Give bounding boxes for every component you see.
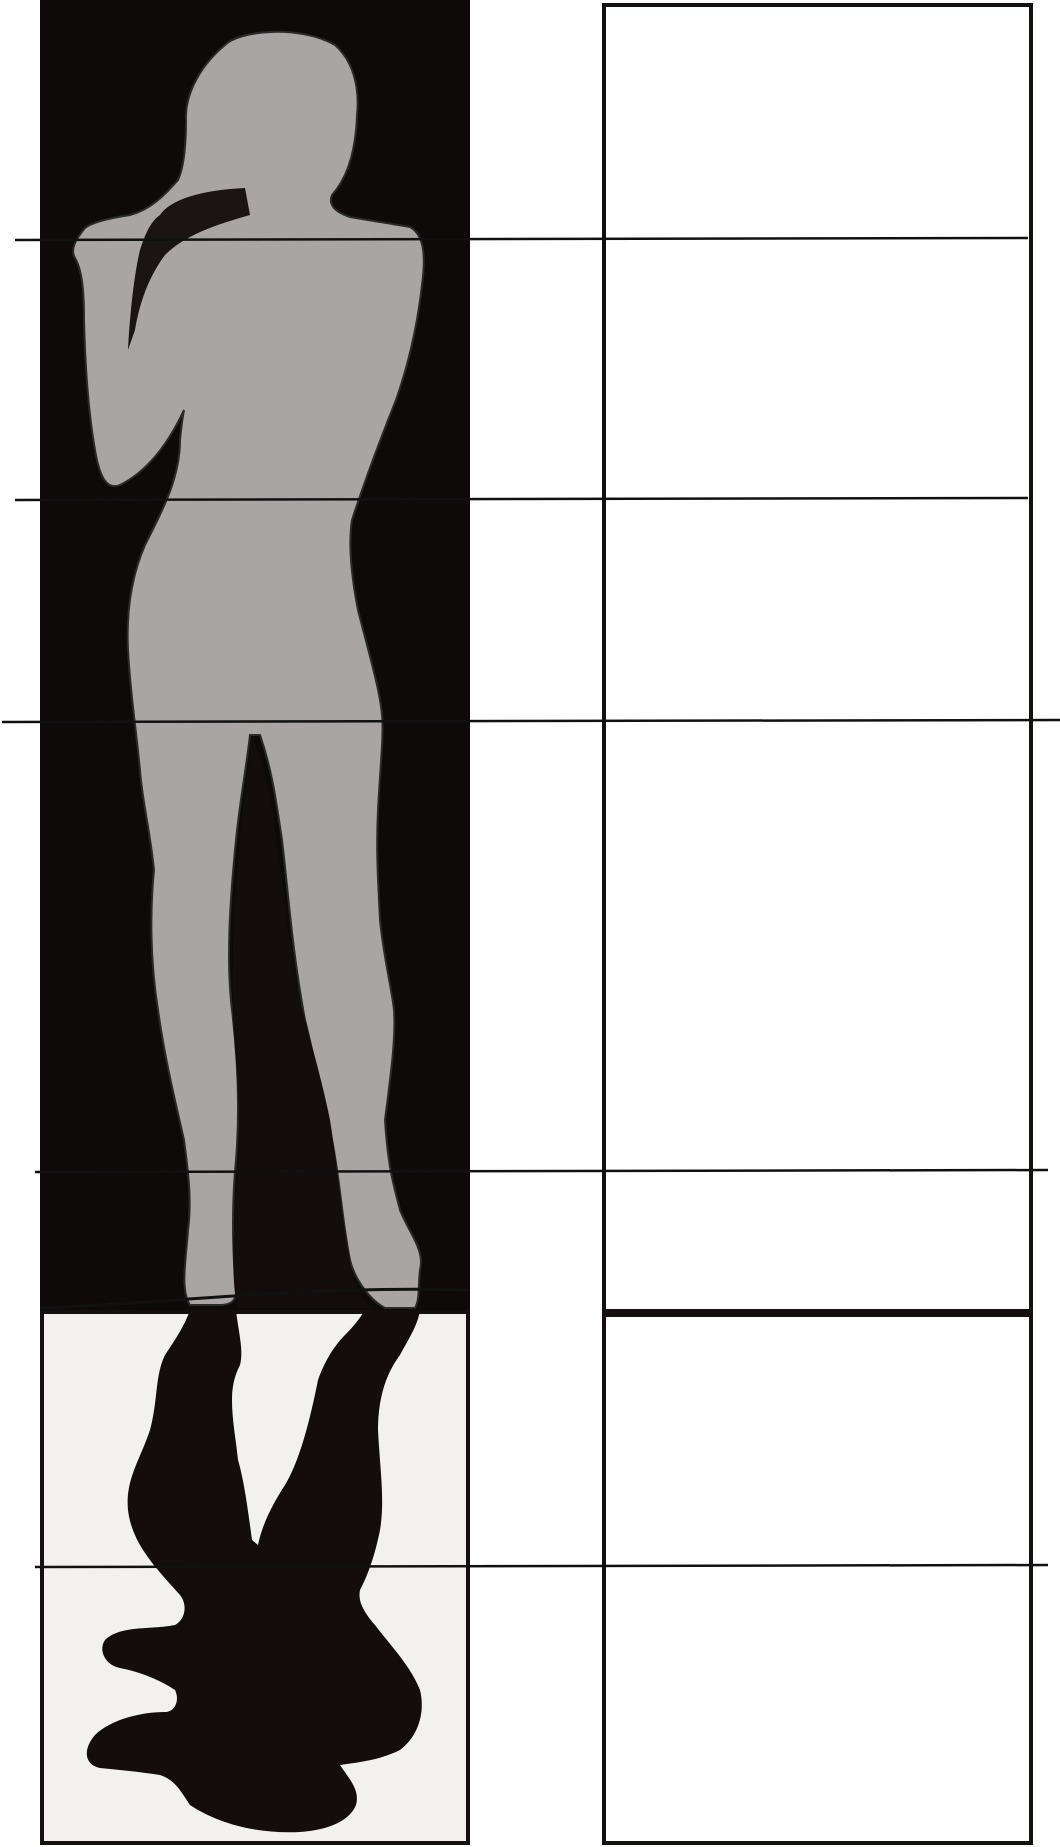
reflection-silhouette (87, 1310, 422, 1832)
